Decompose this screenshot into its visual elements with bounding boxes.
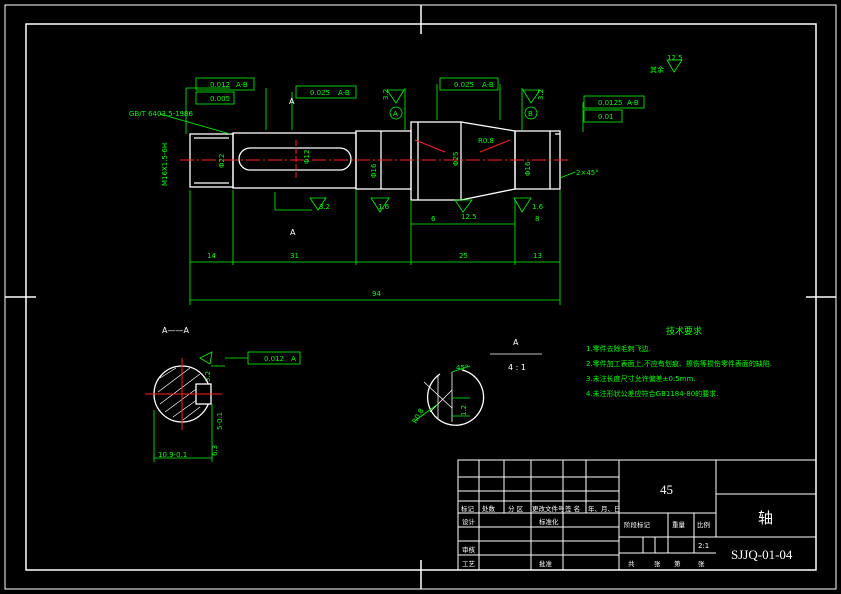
taper-centerline-b [479,139,511,153]
left-bearing-dia: Φ16 [370,163,378,178]
datum-a-label: A [393,110,398,118]
detail-a [415,353,542,426]
tb-drawing-no: SJJQ-01-04 [731,547,793,562]
detail-radius: R0.8 [411,407,426,425]
tb-scale-value: 2:1 [698,542,709,550]
tb-stage-mark: 阶段标记 [624,520,651,529]
section-rough-32: 3.2 [204,371,212,382]
tb-header-count: 处数 [482,504,496,513]
tb-process: 工艺 [462,560,476,568]
detail-angle: 45° [456,364,468,372]
tb-page: 第 [674,559,681,568]
tol-section-sym: 0.012 [264,355,284,363]
section-title: A——A [162,326,189,335]
tol-left-cyl: 0.005 [210,95,230,103]
roughness-other-value: 12.5 [667,54,683,62]
datum-symbols [309,59,683,213]
tb-part-name: 轴 [758,509,773,527]
tb-review: 审核 [462,545,476,554]
shaft-main-view [189,121,561,201]
tol-mid-runout-ref: A-B [482,81,494,89]
tol-left-runout-ref: A-B [236,81,248,89]
tech-title: 技术要求 [666,325,702,337]
inner-frame [25,23,817,571]
standard-note: GB/T 6403.5-1986 [129,110,193,118]
groove-radius: R0.8 [478,137,494,145]
section-aa [145,351,248,462]
detail-width: 1.2 [460,405,468,416]
len-6: 6 [431,215,436,223]
tb-design: 设计 [462,517,476,526]
tb-header-sign: 签 名 [565,504,580,513]
right-dia: Φ16 [524,161,532,176]
title-block-grid [457,459,817,571]
section-arrow-label-top: A [289,97,295,106]
len-8: 8 [535,215,539,223]
outer-frame [4,4,837,590]
thread-dim: M16X1.5-6H [161,143,169,186]
tb-header-zone: 分 区 [508,504,524,513]
tol-key-sym: 0.025 [310,89,330,97]
rough-32-a: 3.2 [319,203,330,211]
len-14: 14 [207,252,216,260]
detail-title: A [513,338,519,347]
len-25: 25 [459,252,468,260]
tb-scale: 比例 [697,520,710,529]
datum-b-label: B [528,110,533,118]
section-rough-63: 6.3 [211,445,219,456]
tb-weight: 重量 [672,521,686,529]
tb-total: 共 [628,559,635,568]
tb-sheet: 张 [654,559,661,568]
key2-dia-dim: Φ12 [303,150,311,164]
taper-centerline-a [414,139,446,153]
tol-mid-runout: 0.025 [454,81,474,89]
tol-right-runout: 0.0125 [598,99,623,107]
tol-left-runout: 0.012 [210,81,230,89]
roughness-other: 其余 [650,65,664,74]
tol-key-sym-ref: A-B [338,89,350,97]
rough-16-a: 1.6 [378,203,390,211]
tb-header-date: 年、月、日 [588,504,621,513]
rough-125-a: 12.5 [461,213,477,221]
len-94: 94 [372,290,381,298]
tol-right-runout-ref: A-B [627,99,639,107]
rough-16-b: 1.6 [532,203,544,211]
tol-right-cyl: 0.01 [598,113,614,121]
tech-item-4: 4.未注形状公差应符合GB1184-80的要求. [586,389,718,398]
dimension-lines [159,84,584,305]
centering-marks [5,5,836,589]
rough-32-c: 3.2 [537,89,545,100]
section-depth-dim: 10.9-0.1 [158,451,187,459]
len-31: 31 [290,252,299,260]
tb-header-doc: 更改文件号 [532,504,565,513]
tb-standardize: 标准化 [539,517,559,526]
fcf-frames [195,77,645,365]
len-13: 13 [533,252,542,260]
tb-header-mark: 标记 [461,504,475,513]
mid-dia: Φ25 [452,152,460,166]
tb-material: 45 [660,482,673,497]
tech-item-2: 2.零件加工表面上,不应有划痕、擦伤等损伤零件表面的缺陷. [586,359,772,368]
tb-page-sheet: 张 [698,559,705,568]
section-arrow-label: A [290,228,296,237]
key-dia-dim: Φ22 [218,154,226,168]
tol-section-sym-ref: A [291,355,296,363]
detail-scale: 4 : 1 [508,363,526,372]
tech-item-1: 1.零件去除毛刺飞边. [586,344,651,353]
rough-32-b: 3.2 [382,89,390,100]
chamfer-dim: 2×45° [576,169,599,177]
tech-item-3: 3.未注长度尺寸允许偏差±0.5mm. [586,374,696,383]
section-width-dim: 5-0.1 [216,412,224,430]
tb-approve: 批准 [539,559,553,568]
